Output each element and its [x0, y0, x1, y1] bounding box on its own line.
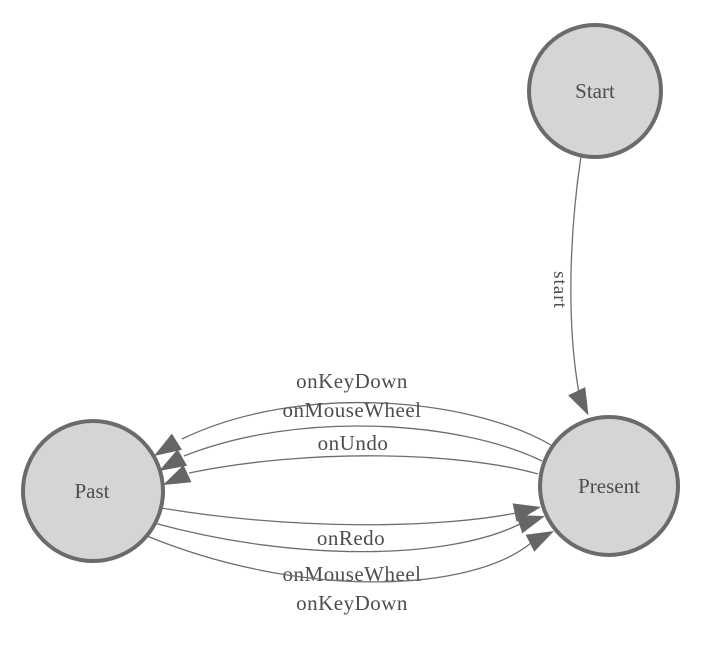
edge-label-onundo: onUndo — [318, 431, 389, 455]
arrowhead-icon — [525, 531, 554, 552]
edge-path-onmousewheel-top — [183, 425, 543, 462]
edge-path-onundo — [188, 455, 539, 475]
edge-label-onkeydown-top: onKeyDown — [296, 369, 408, 393]
edge-path-onkeydown-bottom — [146, 535, 532, 583]
edge-past-to-present-onkeydown: onKeyDown — [146, 531, 554, 615]
arrowhead-icon — [159, 449, 188, 471]
node-circle-start[interactable] — [527, 23, 663, 159]
edge-path-onmousewheel-bottom — [153, 522, 521, 553]
edge-present-to-past-onmousewheel: onMouseWheel — [159, 398, 543, 471]
edge-path-start — [570, 155, 582, 394]
state-node-past[interactable]: Past — [21, 419, 165, 563]
edge-label-start: start — [549, 271, 570, 309]
edge-label-onkeydown-bottom: onKeyDown — [296, 591, 408, 615]
arrowhead-icon — [163, 464, 192, 485]
edge-path-onredo — [160, 507, 517, 526]
state-node-present[interactable]: Present — [538, 415, 680, 557]
edge-label-onmousewheel-top: onMouseWheel — [283, 398, 422, 422]
node-label-start: Start — [575, 79, 615, 103]
node-label-past: Past — [74, 479, 109, 503]
edge-present-to-past-onundo: onUndo — [163, 431, 539, 485]
edge-present-to-past-onkeydown: onKeyDown — [154, 369, 552, 456]
edge-start-to-present: start — [549, 155, 589, 416]
edge-past-to-present-onredo: onRedo — [160, 503, 541, 550]
edge-label-onredo: onRedo — [317, 526, 385, 550]
arrowhead-icon — [154, 433, 182, 456]
arrowhead-icon — [516, 515, 545, 534]
arrowhead-icon — [568, 387, 589, 416]
edge-path-onkeydown-top — [181, 401, 552, 446]
state-node-start[interactable]: Start — [527, 23, 663, 159]
edge-label-onmousewheel-bottom: onMouseWheel — [283, 562, 422, 586]
node-circle-past[interactable] — [21, 419, 165, 563]
node-label-present: Present — [578, 474, 640, 498]
node-circle-present[interactable] — [538, 415, 680, 557]
